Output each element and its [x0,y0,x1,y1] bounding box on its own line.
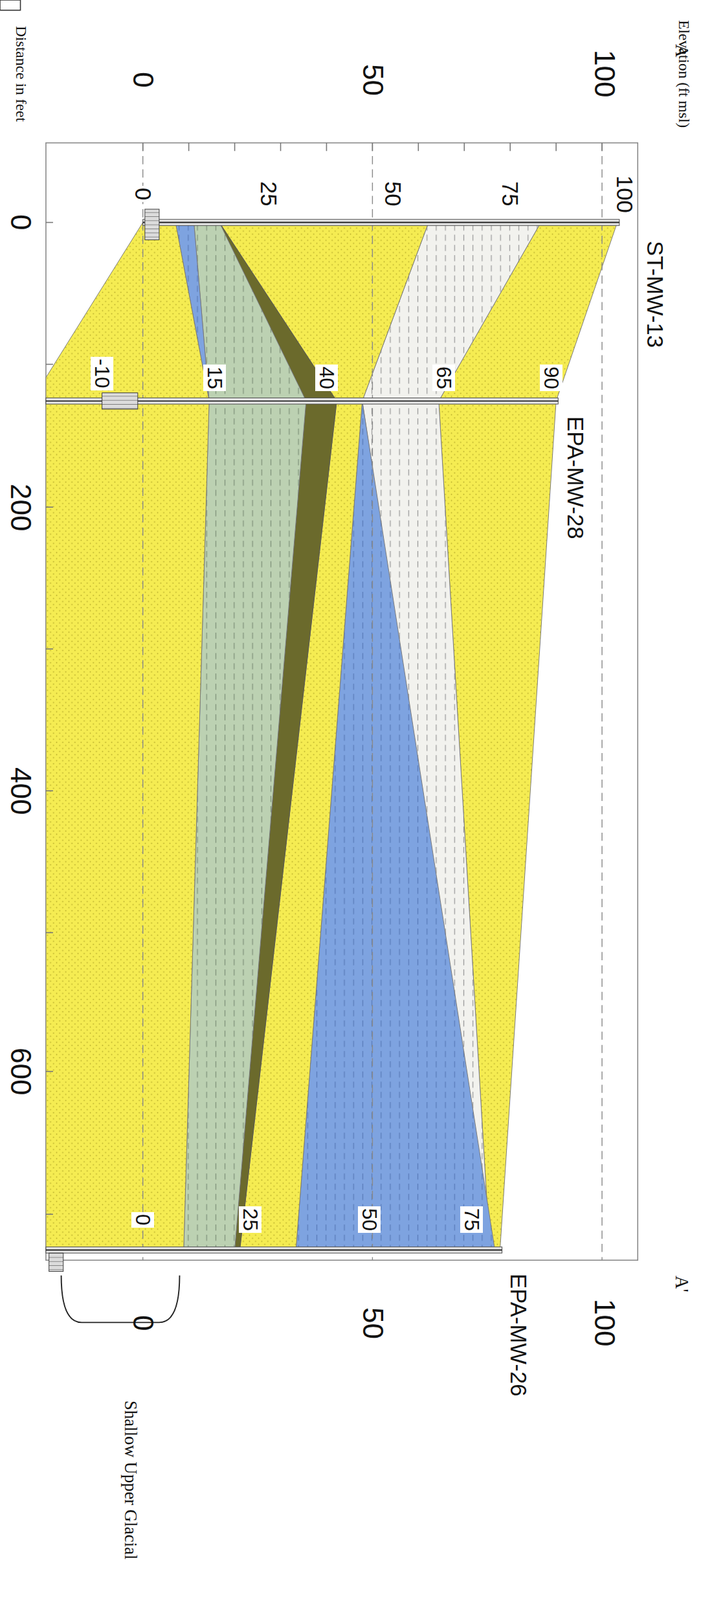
elevation-label: 15 [203,364,226,391]
axis-number: 200 [5,483,37,532]
section-end-label: A' [671,1275,692,1292]
axis-number: 600 [5,1047,37,1096]
elevation-label: 0 [132,1211,155,1228]
elevation-label: 40 [315,364,338,391]
elevation-label: 75 [460,1205,483,1233]
axis-title: Distance in feet [12,25,30,122]
axis-number: 100 [588,1298,621,1347]
axis-number: 0 [127,71,160,89]
unit-label: Shallow Upper Glacial [121,1400,140,1560]
elevation-label: 65 [433,364,456,391]
axis-number: 0 [5,214,37,231]
elevation-label: 25 [238,1205,262,1233]
axis-number: 400 [5,767,37,815]
well-name: EPA-MW-26 [506,1273,531,1397]
axis-number: 100 [588,49,621,98]
well-name: EPA-MW-28 [563,416,588,540]
section-end-label: A [671,44,692,58]
well-name: ST-MW-13 [642,240,668,348]
elevation-label: 25 [255,179,281,209]
elevation-label: 75 [497,179,523,209]
axis-number: 50 [356,1306,389,1339]
elevation-label: -10 [90,356,114,391]
elevation-label: 90 [539,364,563,391]
elevation-label: 50 [358,1205,382,1233]
axis-number: 50 [356,64,389,96]
elevation-label: 100 [612,173,637,215]
axis-number: 0 [127,1314,160,1331]
elevation-label: 0 [130,185,156,202]
elevation-label: 50 [380,179,406,209]
axis-title: Elevation (ft msl) [675,20,692,128]
